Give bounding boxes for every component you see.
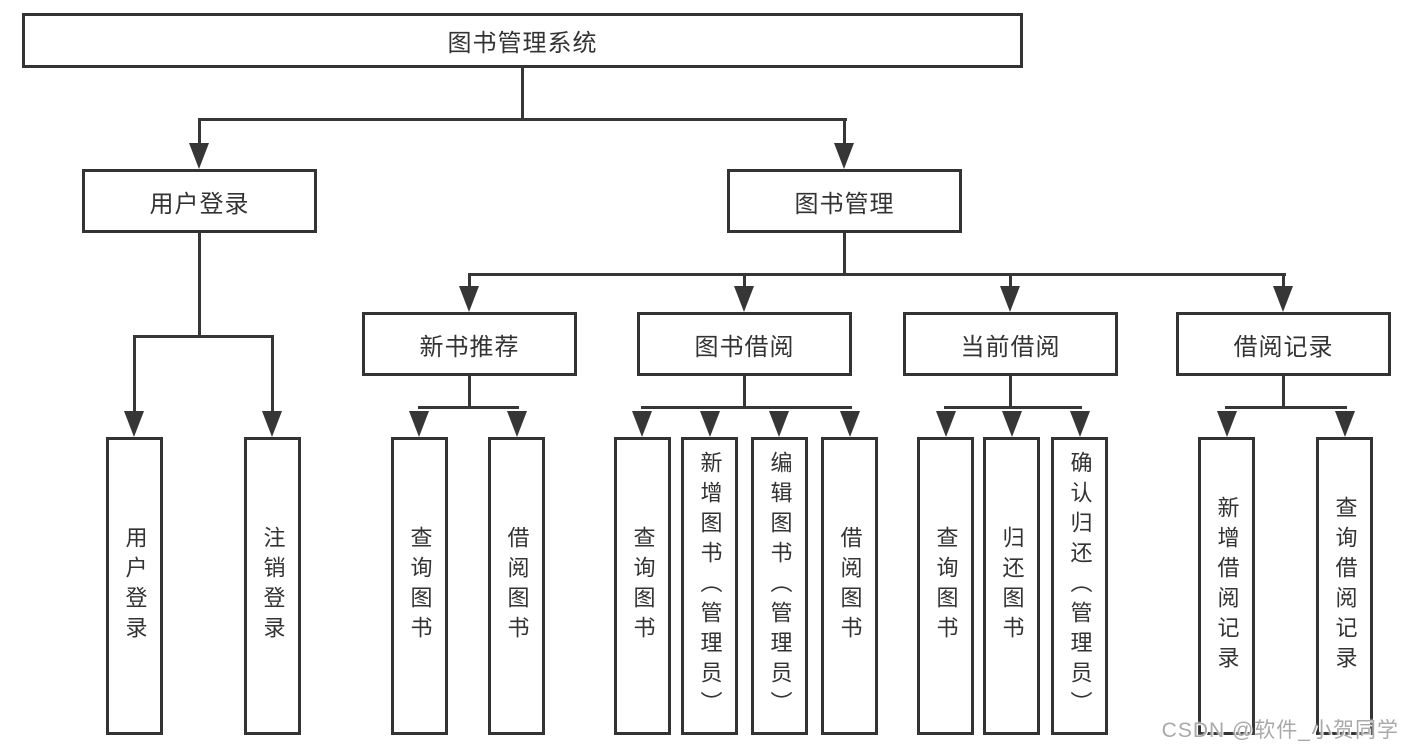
leaf-borrow-books-2: 借阅图书 [821, 437, 878, 735]
connector [1225, 406, 1347, 409]
connector [1009, 376, 1012, 408]
arrowhead [124, 411, 144, 437]
node-current-borrowing: 当前借阅 [903, 312, 1118, 376]
leaf-add-books-admin: 新增图书（管理员） [681, 437, 738, 735]
connector [1282, 273, 1285, 289]
connector [133, 335, 274, 338]
connector [198, 233, 201, 338]
arrowhead [189, 143, 209, 169]
leaf-borrow-books: 借阅图书 [488, 437, 545, 735]
csdn-watermark: CSDN @软件_小贺同学 [1161, 719, 1399, 742]
connector [1009, 273, 1012, 289]
connector [521, 68, 524, 121]
leaf-query-books-2: 查询图书 [614, 437, 671, 735]
arrowhead [262, 411, 282, 437]
arrowhead [834, 143, 854, 169]
connector [843, 118, 846, 145]
arrowhead [409, 411, 429, 437]
arrowhead [1070, 411, 1090, 437]
node-user-login: 用户登录 [82, 169, 317, 233]
connector [468, 273, 471, 289]
node-book-borrowing: 图书借阅 [637, 312, 852, 376]
connector [468, 273, 1286, 276]
arrowhead [507, 411, 527, 437]
connector [1282, 376, 1285, 408]
arrowhead [632, 411, 652, 437]
node-book-management: 图书管理 [727, 169, 962, 233]
arrowhead [700, 411, 720, 437]
connector [198, 118, 847, 121]
connector [418, 406, 519, 409]
arrowhead [734, 286, 754, 312]
arrowhead [1000, 286, 1020, 312]
leaf-add-borrow-record: 新增借阅记录 [1198, 437, 1255, 735]
leaf-query-books: 查询图书 [391, 437, 448, 735]
leaf-query-borrow-record: 查询借阅记录 [1316, 437, 1373, 735]
arrowhead [1273, 286, 1293, 312]
connector [641, 406, 852, 409]
connector [743, 273, 746, 289]
leaf-query-books-3: 查询图书 [917, 437, 974, 735]
connector [944, 406, 1082, 409]
arrowhead [459, 286, 479, 312]
leaf-user-login: 用户登录 [106, 437, 163, 735]
connector [743, 376, 746, 408]
leaf-return-books: 归还图书 [983, 437, 1040, 735]
node-new-book-recommend: 新书推荐 [362, 312, 577, 376]
arrowhead [1217, 411, 1237, 437]
arrowhead [840, 411, 860, 437]
node-root-library-management-system: 图书管理系统 [22, 13, 1023, 68]
arrowhead [936, 411, 956, 437]
leaf-logout: 注销登录 [244, 437, 301, 735]
node-borrowing-records: 借阅记录 [1176, 312, 1391, 376]
connector [843, 233, 846, 276]
arrowhead [769, 411, 789, 437]
connector [198, 118, 201, 145]
leaf-confirm-return-admin: 确认归还（管理员） [1051, 437, 1108, 735]
leaf-edit-books-admin: 编辑图书（管理员） [751, 437, 808, 735]
arrowhead [1335, 411, 1355, 437]
connector [271, 335, 274, 413]
connector [133, 335, 136, 413]
connector [468, 376, 471, 408]
arrowhead [1002, 411, 1022, 437]
